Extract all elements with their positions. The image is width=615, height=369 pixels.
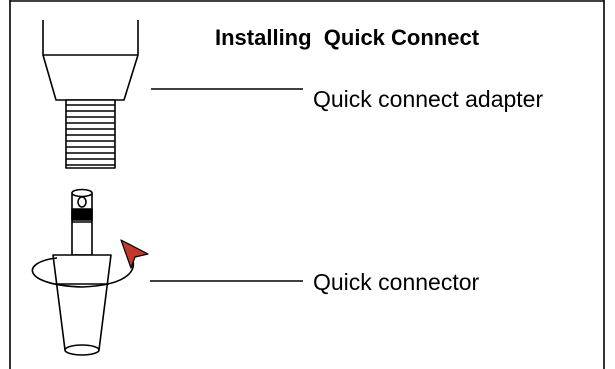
diagram-title: Installing Quick Connect: [215, 25, 480, 50]
connector-label: Quick connector: [313, 269, 480, 295]
quick-connect-adapter-drawing: [42, 20, 139, 169]
rotation-arrow-icon: [31, 239, 149, 288]
adapter-label: Quick connect adapter: [313, 86, 543, 112]
diagram-frame: [9, 0, 605, 369]
quick-connector-drawing: [52, 188, 112, 356]
